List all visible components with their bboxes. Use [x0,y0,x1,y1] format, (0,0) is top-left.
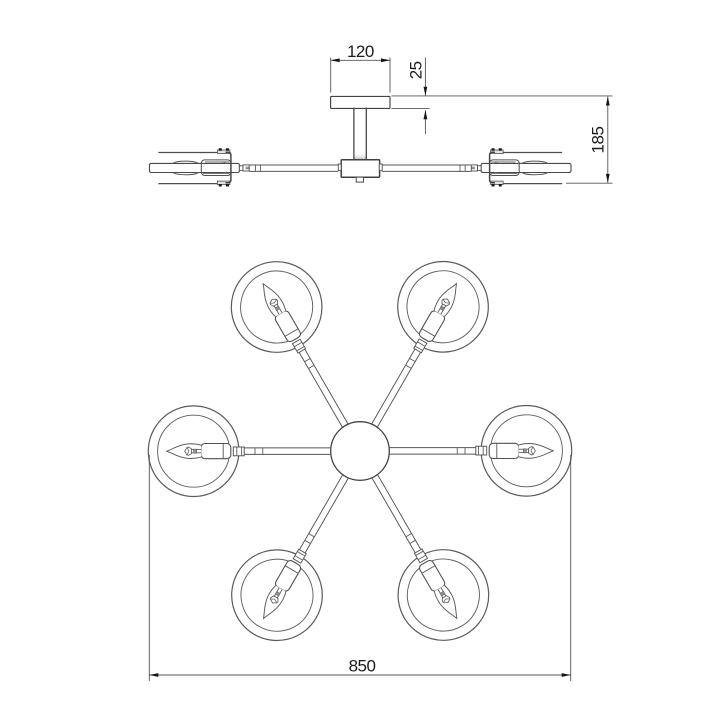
svg-text:120: 120 [347,42,374,61]
svg-text:185: 185 [588,127,607,154]
svg-text:850: 850 [349,656,376,675]
svg-text:25: 25 [406,61,425,79]
